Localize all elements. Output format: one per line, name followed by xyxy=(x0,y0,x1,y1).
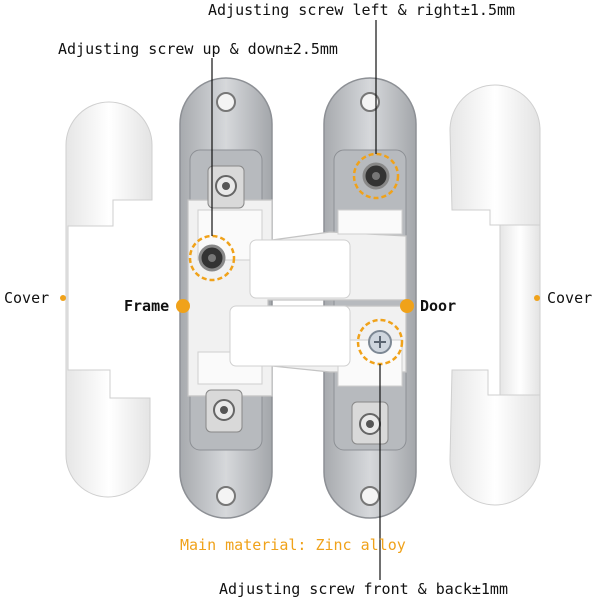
frame-top-mount-hole xyxy=(216,92,236,112)
door-top-mount-hole xyxy=(360,92,380,112)
door-dot xyxy=(400,299,414,313)
cover-left-label: Cover xyxy=(4,289,50,307)
cover-right-label: Cover xyxy=(547,289,593,307)
right-cover xyxy=(449,84,541,506)
up-down-adjusting-screw xyxy=(188,234,236,282)
cover-left-dot xyxy=(60,295,66,301)
cover-right-dot xyxy=(534,295,540,301)
left-cover xyxy=(65,101,153,498)
door-label: Door xyxy=(420,297,457,315)
frame-label: Frame xyxy=(124,297,170,315)
frame-bottom-mount-hole xyxy=(216,486,236,506)
left-right-screw-label: Adjusting screw left & right±1.5mm xyxy=(208,1,516,19)
material-label: Main material: Zinc alloy xyxy=(180,536,406,554)
up-down-highlight-ring xyxy=(188,234,236,282)
left-right-adjusting-screw xyxy=(352,152,400,200)
front-back-screw-label: Adjusting screw front & back±1mm xyxy=(219,580,508,598)
up-down-screw-label: Adjusting screw up & down±2.5mm xyxy=(58,40,338,58)
frame-top-screw xyxy=(207,165,245,209)
door-bottom-screw xyxy=(351,401,389,445)
frame-bottom-screw xyxy=(205,389,243,433)
door-bottom-mount-hole xyxy=(360,486,380,506)
right-cover-middle xyxy=(499,224,541,396)
left-right-highlight-ring xyxy=(352,152,400,200)
frame-dot xyxy=(176,299,190,313)
